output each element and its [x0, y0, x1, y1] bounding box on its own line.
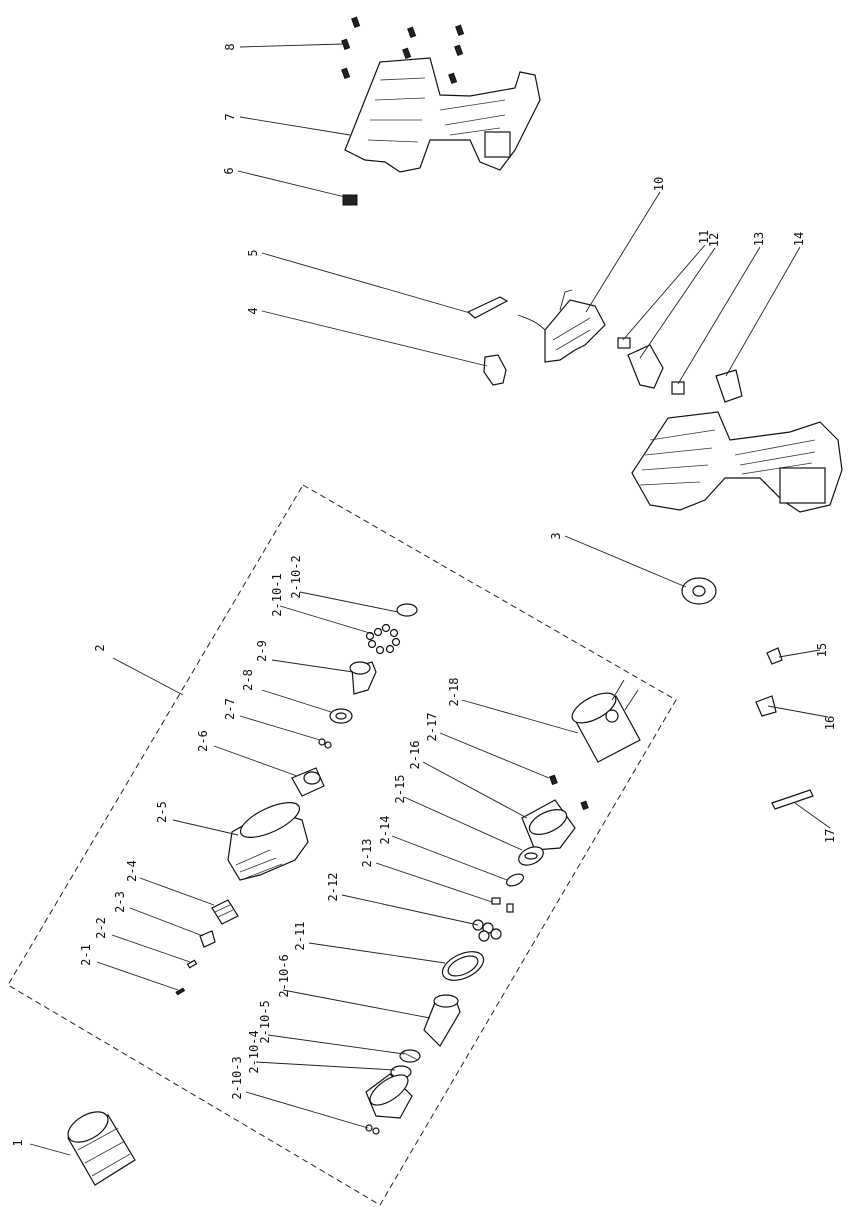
part-2-10-2 [396, 603, 418, 617]
part-2-10-6 [423, 994, 461, 1047]
label-2-14: 2-14 [378, 816, 392, 845]
part-8-screws [341, 16, 465, 85]
label-2-10-5: 2-10-5 [258, 1000, 272, 1043]
part-2-11 [441, 951, 485, 981]
part-2-10-5 [399, 1049, 421, 1063]
label-2-5: 2-5 [155, 801, 169, 823]
part-13 [671, 381, 685, 395]
label-2-16: 2-16 [408, 741, 422, 770]
label-2-8: 2-8 [241, 669, 255, 691]
part-2-5 [227, 802, 309, 881]
part-2-13 [491, 897, 514, 913]
part-11 [617, 337, 631, 349]
label-2-18: 2-18 [447, 678, 461, 707]
part-2-15 [518, 846, 544, 866]
label-2-2: 2-2 [94, 917, 108, 939]
part-17 [771, 789, 814, 810]
label-8: 8 [223, 43, 237, 50]
label-2-10-1: 2-10-1 [270, 573, 284, 616]
label-16: 16 [823, 716, 837, 730]
label-5: 5 [246, 249, 260, 256]
part-2-4 [211, 899, 239, 925]
part-15 [766, 647, 783, 665]
label-10: 10 [652, 177, 666, 191]
label-12: 12 [707, 233, 721, 247]
part-2-12 [472, 919, 502, 942]
label-17: 17 [823, 829, 837, 843]
label-2-4: 2-4 [125, 860, 139, 882]
label-11: 11 [697, 230, 711, 244]
label-2-10-6: 2-10-6 [277, 954, 291, 997]
label-2-7: 2-7 [223, 698, 237, 720]
part-2-3 [199, 930, 216, 948]
label-2-9: 2-9 [255, 640, 269, 662]
housing-main [631, 411, 843, 513]
part-2-8 [329, 708, 353, 724]
label-2-1: 2-1 [79, 944, 93, 966]
label-2-10-4: 2-10-4 [247, 1030, 261, 1073]
part-14 [715, 369, 743, 403]
part-10-switch [517, 289, 606, 363]
label-2-10-3: 2-10-3 [230, 1056, 244, 1099]
part-2-14 [505, 873, 525, 887]
label-6: 6 [222, 167, 236, 174]
label-7: 7 [223, 113, 237, 120]
label-4: 4 [246, 307, 260, 314]
part-1-nose-cap [67, 1111, 136, 1186]
part-12 [627, 344, 664, 389]
part-2-18-motor [571, 679, 641, 763]
part-6-pad [342, 194, 358, 206]
part-2-17 [549, 774, 589, 811]
leader-lines [29, 43, 831, 1156]
label-3: 3 [549, 532, 563, 539]
label-2: 2 [93, 644, 107, 651]
label-2-10-2: 2-10-2 [289, 555, 303, 598]
label-2-12: 2-12 [326, 873, 340, 902]
label-2-13: 2-13 [360, 839, 374, 868]
part-7-housing-half [344, 57, 541, 173]
part-4-block [483, 354, 507, 386]
part-2-2 [186, 959, 198, 969]
label-2-17: 2-17 [425, 713, 439, 742]
label-2-15: 2-15 [393, 775, 407, 804]
label-14: 14 [792, 232, 806, 246]
part-5-bracket [466, 296, 509, 319]
subassembly-boundary [7, 484, 677, 1206]
label-13: 13 [752, 232, 766, 246]
part-16 [755, 695, 777, 717]
label-1: 1 [11, 1139, 25, 1146]
part-3-plate [681, 577, 717, 605]
part-2-10-3 [365, 1073, 413, 1135]
part-2-10-1 [365, 623, 401, 655]
part-2-7 [318, 738, 332, 749]
part-2-1 [175, 987, 186, 996]
label-2-11: 2-11 [293, 922, 307, 951]
label-2-6: 2-6 [196, 730, 210, 752]
part-2-9 [349, 661, 377, 695]
part-2-6 [291, 767, 325, 797]
part-labels: 8 7 6 5 4 10 11 12 13 14 3 15 16 17 1 2 … [11, 43, 837, 1146]
label-2-3: 2-3 [113, 891, 127, 913]
label-15: 15 [815, 643, 829, 657]
part-2-16 [521, 799, 576, 851]
